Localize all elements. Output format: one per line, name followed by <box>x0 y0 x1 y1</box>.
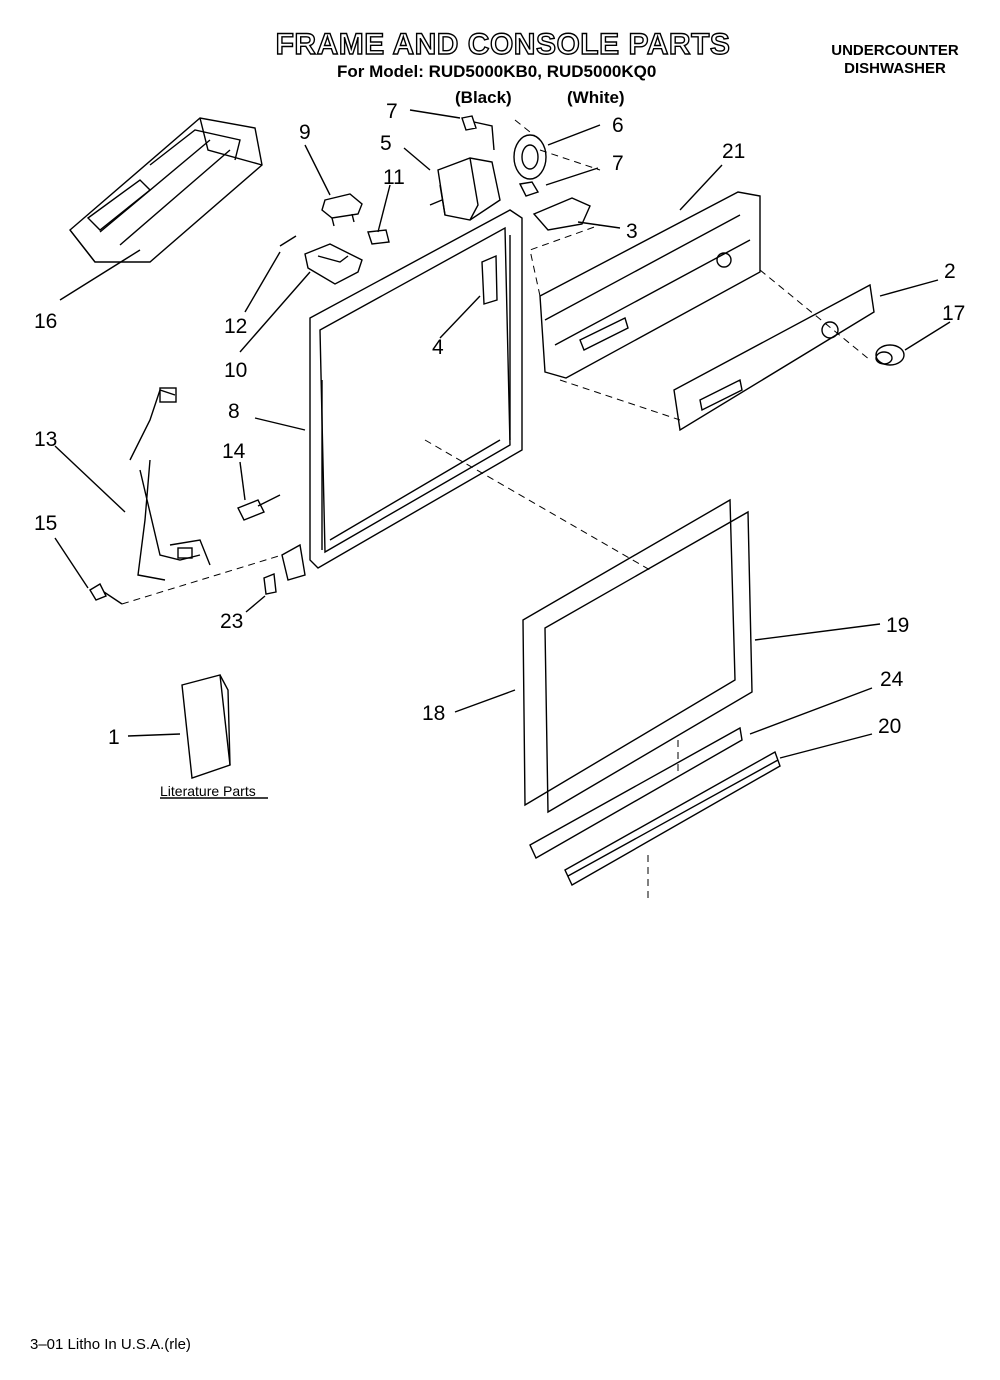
appliance-line-1: UNDERCOUNTER <box>831 42 959 59</box>
callout-7-lower: 7 <box>612 152 624 175</box>
page-title: FRAME AND CONSOLE PARTS <box>275 27 731 61</box>
part-12-clip <box>279 235 297 247</box>
callout-16: 16 <box>34 310 57 333</box>
part-9-switch <box>321 193 363 227</box>
bracket-lower-left <box>281 543 306 581</box>
part-11-switch <box>367 229 390 245</box>
part-10-bracket <box>304 243 363 285</box>
callout-18: 18 <box>422 702 445 725</box>
callout-7-upper: 7 <box>386 100 398 123</box>
callout-3: 3 <box>626 220 638 243</box>
callout-23: 23 <box>220 610 243 633</box>
part-19-door-panel <box>544 510 753 814</box>
callout-15: 15 <box>34 512 57 535</box>
callout-14: 14 <box>222 440 246 463</box>
part-13-wiring-harness <box>129 387 211 581</box>
callout-13: 13 <box>34 428 57 451</box>
part-18-door-panel <box>522 498 736 807</box>
callout-10: 10 <box>224 359 247 382</box>
part-23-clip <box>263 573 277 595</box>
callout-9: 9 <box>299 121 311 144</box>
part-7-screw-lower <box>518 181 540 197</box>
part-1-literature <box>181 674 231 779</box>
footer-litho: 3–01 Litho In U.S.A.(rle) <box>30 1336 191 1353</box>
part-4-strike <box>481 254 498 305</box>
model-subtitle: For Model: RUD5000KB0, RUD5000KQ0 <box>337 62 657 81</box>
part-20-strip <box>564 750 781 886</box>
appliance-line-2: DISHWASHER <box>844 60 946 77</box>
callout-2: 2 <box>944 260 956 283</box>
part-16-housing <box>69 117 263 263</box>
callout-19: 19 <box>886 614 909 637</box>
part-2-overlay <box>673 283 875 432</box>
callout-24: 24 <box>880 668 904 691</box>
callout-4: 4 <box>432 336 444 359</box>
leader-lines <box>54 109 951 759</box>
part-7-screw-upper <box>461 115 495 151</box>
part-6-dial <box>513 134 547 180</box>
part-15-screw <box>89 583 123 605</box>
part-21-console <box>539 191 761 379</box>
callout-11: 11 <box>383 166 405 189</box>
callout-20: 20 <box>878 715 901 738</box>
part-3-switch-bracket <box>532 197 591 231</box>
callout-17: 17 <box>942 302 965 325</box>
part-24-strip <box>529 726 743 859</box>
callout-5: 5 <box>380 132 392 155</box>
part-5-latch <box>429 157 501 221</box>
callout-21: 21 <box>722 140 745 163</box>
color-black-label: (Black) <box>455 88 512 107</box>
part-14-sensor <box>237 494 281 521</box>
callout-6: 6 <box>612 114 624 137</box>
part-17-knob <box>875 344 905 366</box>
part-8-door-frame <box>309 209 523 569</box>
callout-12: 12 <box>224 315 247 338</box>
assembly-lines <box>121 119 871 900</box>
literature-parts-label: Literature Parts <box>160 783 256 799</box>
appliance-type: UNDERCOUNTER DISHWASHER <box>820 42 970 78</box>
color-white-label: (White) <box>567 88 625 107</box>
callout-1: 1 <box>108 726 120 749</box>
callout-8: 8 <box>228 400 240 423</box>
